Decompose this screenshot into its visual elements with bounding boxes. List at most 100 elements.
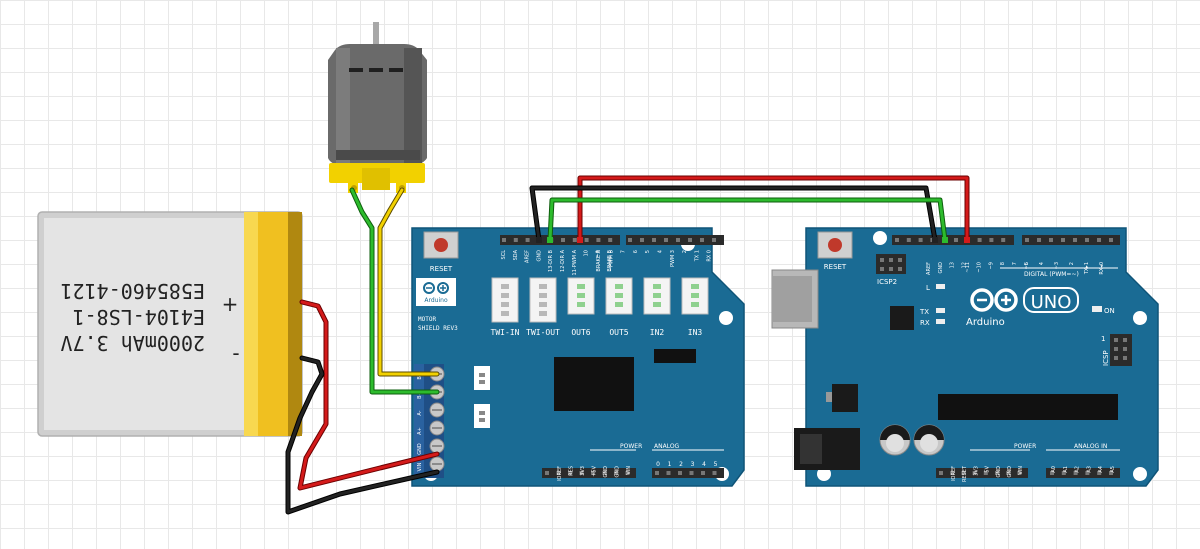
shield-header-pin[interactable] bbox=[676, 238, 680, 242]
uno-header-pin[interactable] bbox=[895, 238, 899, 242]
uno-header-pin[interactable] bbox=[977, 238, 982, 242]
uno-header-pin[interactable] bbox=[939, 471, 943, 475]
shield-connector-label: IN2 bbox=[650, 328, 665, 337]
uno-icsp2-pin bbox=[898, 258, 902, 262]
shield-connector-pin bbox=[577, 293, 585, 298]
shield-header-pin[interactable] bbox=[628, 238, 632, 242]
shield-analog-pin-label: 2 bbox=[679, 461, 683, 468]
shield-pin-label: RX 0 bbox=[707, 250, 713, 262]
uno-pin-label: 2 bbox=[1069, 262, 1075, 265]
shield-header-pin[interactable] bbox=[513, 238, 518, 242]
lipo-battery: 2000mAh 3.7V E4104-LS8-1 E585460-4121 + … bbox=[37, 211, 303, 437]
uno-header-pin[interactable] bbox=[1085, 471, 1090, 475]
uno-header-pin[interactable] bbox=[1073, 471, 1078, 475]
uno-icsp2-pins bbox=[880, 258, 902, 271]
uno-analog-pin-label: A1 bbox=[1063, 466, 1069, 473]
uno-power-pin-label: RESET bbox=[962, 465, 968, 482]
shield-pin-label: GND bbox=[536, 250, 542, 262]
shield-header-pin[interactable] bbox=[664, 238, 668, 242]
shield-header-analog bbox=[652, 468, 724, 478]
uno-power-pin-label: IOREF bbox=[951, 466, 957, 481]
uno-header-pin[interactable] bbox=[1109, 238, 1113, 242]
shield-header-pin[interactable] bbox=[614, 471, 618, 475]
shield-pin-label: PWM 3 bbox=[670, 250, 676, 267]
shield-analog-pin-label: 1 bbox=[668, 461, 672, 468]
uno-header-pin[interactable] bbox=[1025, 238, 1029, 242]
shield-connector-pin bbox=[615, 284, 623, 289]
uno-header-pin[interactable] bbox=[1049, 238, 1053, 242]
shield-header-pin[interactable] bbox=[602, 471, 607, 475]
uno-icsp2-pin bbox=[889, 258, 893, 262]
battery-tab-edge bbox=[288, 212, 302, 436]
uno-mount-hole bbox=[873, 231, 887, 245]
shield-header-pin[interactable] bbox=[545, 471, 549, 475]
shield-header-pin[interactable] bbox=[584, 238, 589, 242]
shield-header-pin[interactable] bbox=[579, 471, 584, 475]
uno-header-pin[interactable] bbox=[1097, 471, 1102, 475]
shield-led-a bbox=[479, 418, 485, 422]
screw-terminal-label: VIN bbox=[417, 462, 423, 471]
uno-header-pin[interactable] bbox=[961, 471, 966, 475]
shield-header-pin[interactable] bbox=[678, 471, 682, 475]
uno-pin-label: ~6 bbox=[1024, 262, 1030, 269]
uno-header-pin[interactable] bbox=[1073, 238, 1077, 242]
uno-header-pin[interactable] bbox=[995, 471, 999, 475]
shield-header-pin[interactable] bbox=[502, 238, 506, 242]
shield-pin-label: 6 bbox=[633, 250, 639, 253]
shield-header-pin[interactable] bbox=[688, 238, 692, 242]
uno-power-title: POWER bbox=[1014, 443, 1036, 450]
uno-header-pin[interactable] bbox=[906, 238, 911, 242]
uno-header-pin[interactable] bbox=[1061, 238, 1065, 242]
uno-header-pin[interactable] bbox=[972, 471, 977, 475]
shield-power-title: POWER bbox=[620, 443, 642, 450]
shield-header-pin[interactable] bbox=[525, 238, 530, 242]
shield-logo-box bbox=[416, 278, 456, 306]
shield-header-pin[interactable] bbox=[591, 471, 595, 475]
uno-header-pin[interactable] bbox=[950, 471, 955, 475]
shield-header-pin[interactable] bbox=[625, 471, 630, 475]
uno-pin-label: AREF bbox=[926, 262, 932, 275]
shield-header-pin[interactable] bbox=[700, 238, 704, 242]
shield-header-pin[interactable] bbox=[572, 238, 577, 242]
uno-header-pin[interactable] bbox=[1109, 471, 1113, 475]
uno-header-pin[interactable] bbox=[954, 238, 958, 242]
wire-endpoints bbox=[536, 237, 970, 243]
shield-header-pin[interactable] bbox=[556, 471, 561, 475]
shield-header-pin[interactable] bbox=[701, 471, 705, 475]
shield-reset-label: RESET bbox=[430, 265, 453, 273]
uno-header-pin[interactable] bbox=[1037, 238, 1041, 242]
shield-name-line1: MOTOR bbox=[418, 316, 436, 323]
screw-terminal-label: B- bbox=[417, 374, 423, 379]
shield-header-pin[interactable] bbox=[689, 471, 694, 475]
uno-digital-label: DIGITAL (PWM=~) bbox=[1024, 271, 1079, 278]
shield-header-pin[interactable] bbox=[712, 471, 717, 475]
shield-header-pin[interactable] bbox=[655, 471, 659, 475]
shield-connector-pin bbox=[501, 284, 509, 289]
shield-pin-label: SDA bbox=[513, 249, 519, 260]
shield-header-pin[interactable] bbox=[652, 238, 656, 242]
uno-pin-label: 7 bbox=[1012, 262, 1018, 265]
uno-icsp-pin bbox=[1114, 356, 1118, 360]
uno-reset-button[interactable] bbox=[817, 231, 853, 259]
shield-header-pin[interactable] bbox=[666, 471, 671, 475]
uno-header-pin[interactable] bbox=[918, 238, 923, 242]
uno-header-pin[interactable] bbox=[1061, 471, 1066, 475]
shield-header-pin[interactable] bbox=[568, 471, 572, 475]
motor-shaft bbox=[373, 22, 379, 48]
uno-header-pin[interactable] bbox=[1085, 238, 1089, 242]
shield-header-pin[interactable] bbox=[608, 238, 613, 242]
shield-header-pin[interactable] bbox=[596, 238, 601, 242]
shield-header-pin[interactable] bbox=[561, 238, 565, 242]
uno-header-pin[interactable] bbox=[1017, 471, 1022, 475]
shield-header-pin[interactable] bbox=[712, 238, 716, 242]
uno-header-pin[interactable] bbox=[1050, 471, 1054, 475]
uno-header-pin[interactable] bbox=[989, 238, 994, 242]
uno-header-pin[interactable] bbox=[1006, 471, 1011, 475]
uno-header-pin[interactable] bbox=[1097, 238, 1101, 242]
shield-header-pin[interactable] bbox=[640, 238, 644, 242]
wire-motor-green bbox=[350, 188, 439, 394]
uno-header-pin[interactable] bbox=[1001, 238, 1006, 242]
uno-header-pin[interactable] bbox=[983, 471, 988, 475]
